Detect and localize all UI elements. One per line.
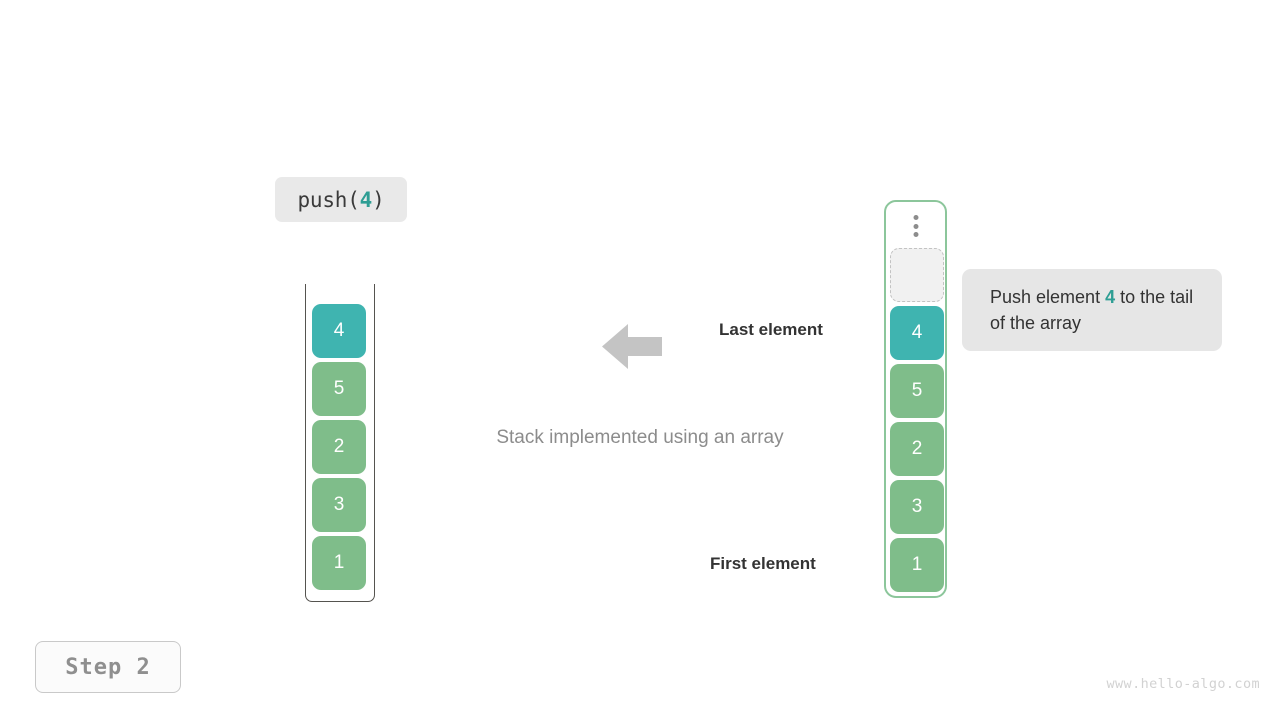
last-element-label: Last element (719, 320, 823, 339)
stack-cell-list: 4 5 2 3 1 (312, 304, 366, 590)
vertical-ellipsis-icon (913, 215, 918, 237)
watermark: www.hello-algo.com (1106, 676, 1260, 692)
operation-paren-close: ) (372, 187, 385, 212)
callout-note: Push element 4 to the tail of the array (962, 269, 1222, 351)
stack-cell: 5 (312, 362, 366, 416)
step-badge: Step 2 (35, 641, 181, 693)
array-cell: 4 (890, 306, 944, 360)
array-cell-list: 4 5 2 3 1 (890, 248, 944, 592)
stack-cell: 1 (312, 536, 366, 590)
callout-text-before: Push element (990, 287, 1106, 307)
operation-argument: 4 (359, 187, 373, 212)
left-arrow-icon (602, 319, 662, 374)
stack-cell: 4 (312, 304, 366, 358)
stack-walls (305, 284, 375, 602)
stack-cell: 3 (312, 478, 366, 532)
array-cell: 1 (890, 538, 944, 592)
stack-cell: 2 (312, 420, 366, 474)
stack-container: 4 5 2 3 1 (305, 284, 375, 602)
figure-caption: Stack implemented using an array (496, 427, 784, 448)
first-element-label: First element (710, 554, 816, 573)
callout-highlight-value: 4 (1105, 287, 1116, 307)
array-cell: 2 (890, 422, 944, 476)
array-cell: 3 (890, 480, 944, 534)
callout-text-after: to the tail of the array (990, 287, 1194, 333)
array-cell-empty (890, 248, 944, 302)
array-container: 4 5 2 3 1 (884, 200, 947, 598)
operation-name: push( (297, 187, 360, 212)
operation-label: push(4) (275, 177, 407, 222)
array-cell: 5 (890, 364, 944, 418)
